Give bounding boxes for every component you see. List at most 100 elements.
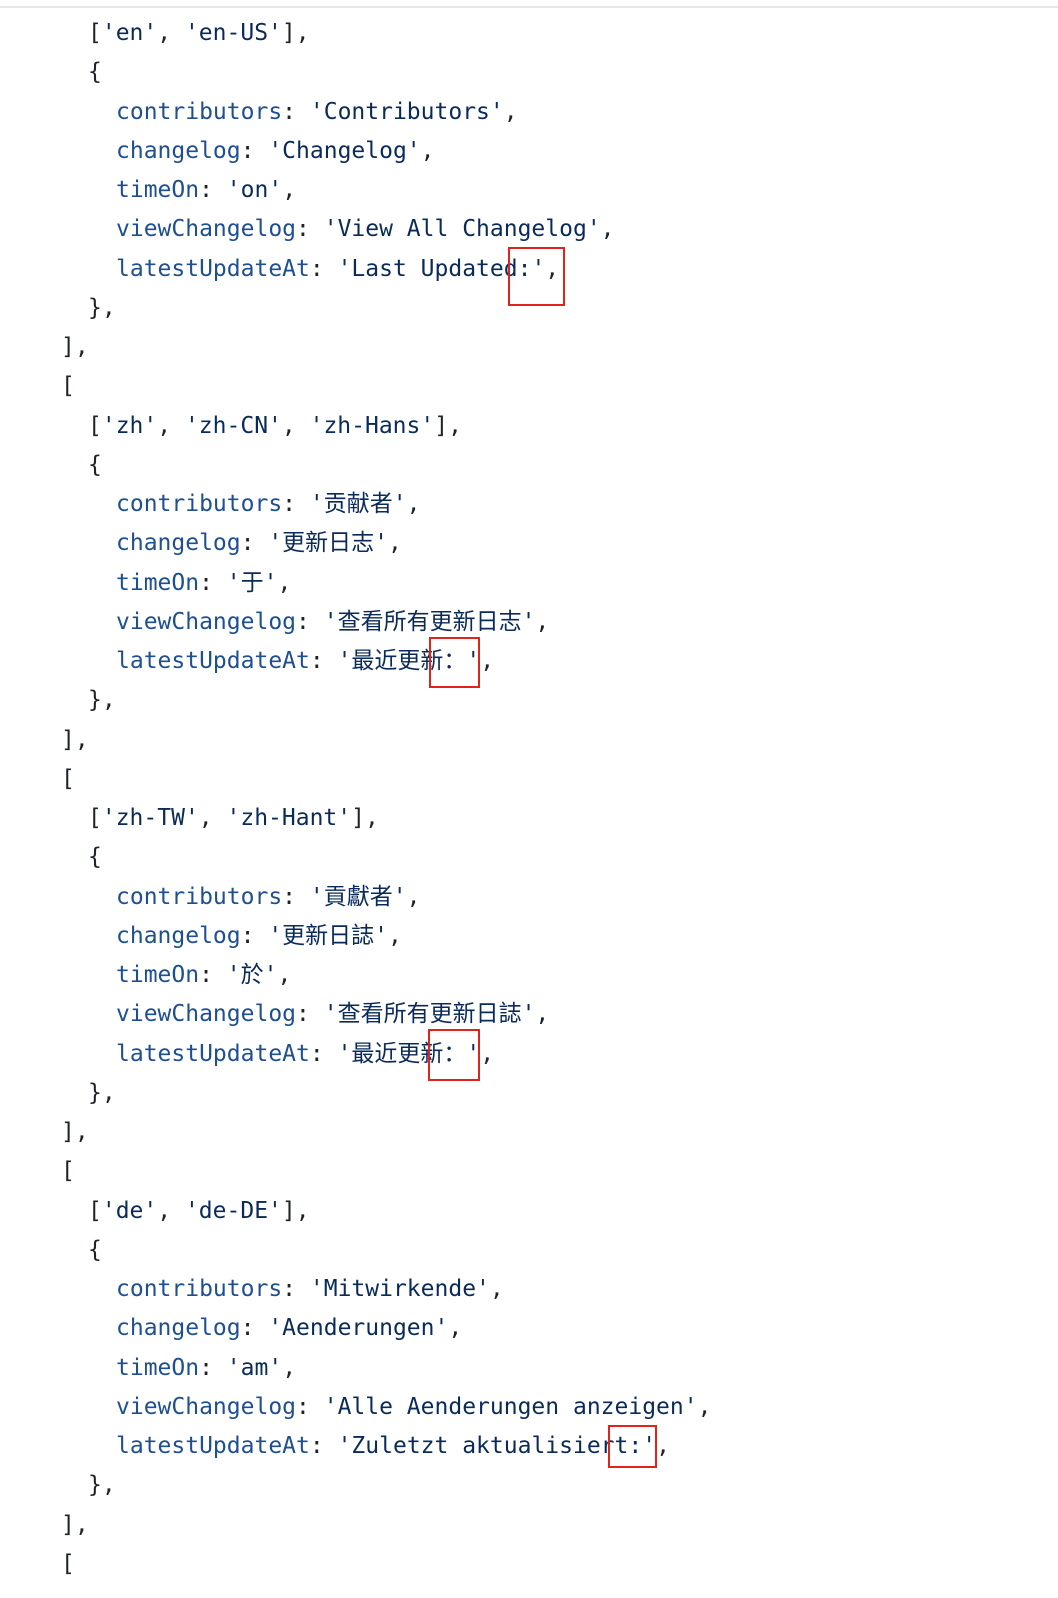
code-line: ['en', 'en-US'], [0,14,1058,53]
code-string: '贡献者' [309,491,407,517]
code-punctuation: : [296,1393,324,1420]
code-punctuation: , [600,216,615,243]
code-punctuation: { [88,59,102,86]
code-line: ['zh-TW', 'zh-Hant'], [0,799,1058,838]
code-string: 'Zuletzt aktualisiert:' [337,1433,657,1459]
code-line: { [0,446,1058,485]
code-punctuation: , [545,255,560,282]
code-punctuation: : [309,255,338,282]
code-key: viewChangelog [116,1393,297,1420]
code-punctuation: : [282,883,310,910]
code-punctuation: ], [61,334,89,360]
code-punctuation: { [88,1236,102,1263]
code-line: [ [0,1152,1058,1191]
code-punctuation: }, [88,687,116,714]
code-punctuation: , [198,805,227,831]
code-string: 'Mitwirkende' [309,1276,490,1302]
code-punctuation: , [535,1001,550,1028]
code-punctuation: : [240,1315,269,1342]
code-punctuation: [ [88,20,102,46]
code-line: contributors: 'Contributors', [0,93,1058,132]
code-line: timeOn: 'on', [0,171,1058,210]
code-punctuation: [ [61,1158,75,1185]
top-divider [0,6,1058,8]
code-punctuation: , [480,648,495,674]
code-punctuation: ], [434,412,462,439]
code-line: viewChangelog: '查看所有更新日志', [0,603,1058,642]
code-punctuation: , [656,1433,670,1459]
code-punctuation: [ [88,1197,102,1224]
code-line: viewChangelog: '查看所有更新日誌', [0,995,1058,1034]
code-line: { [0,53,1058,92]
code-punctuation: [ [61,765,75,792]
code-string: 'de' [101,1197,158,1224]
code-line: ], [0,1506,1058,1545]
code-punctuation: ], [61,1119,89,1145]
code-line: { [0,838,1058,877]
code-punctuation: : [199,1354,227,1381]
code-key: changelog [116,1315,241,1342]
code-line: changelog: '更新日誌', [0,917,1058,956]
code-line: changelog: '更新日志', [0,524,1058,563]
code-key: latestUpdateAt [116,255,310,282]
code-string: '更新日志' [268,530,389,557]
code-key: latestUpdateAt [116,648,310,674]
code-line: latestUpdateAt: 'Zuletzt aktualisiert:', [0,1427,1058,1466]
code-line: latestUpdateAt: 'Last Updated:', [0,250,1058,289]
code-punctuation: }, [88,294,116,321]
code-string: 'am' [226,1354,283,1381]
code-string: 'zh-Hant' [226,805,352,831]
code-string: '最近更新：' [337,648,481,674]
code-punctuation: , [277,962,292,988]
code-line: viewChangelog: 'View All Changelog', [0,210,1058,249]
code-line: }, [0,681,1058,720]
code-string: 'Contributors' [309,98,504,125]
code-punctuation: , [277,569,292,596]
code-line: [ [0,367,1058,406]
code-punctuation: : [240,922,269,949]
code-line: ], [0,328,1058,367]
code-punctuation: , [388,530,402,557]
code-key: timeOn [116,569,200,596]
code-punctuation: , [503,98,518,125]
code-string: 'View All Changelog' [323,216,601,243]
code-punctuation: , [489,1276,504,1302]
code-punctuation: , [388,922,402,949]
code-punctuation: }, [88,1079,116,1106]
code-string: '更新日誌' [268,922,389,949]
code-key: latestUpdateAt [116,1040,310,1067]
code-key: timeOn [116,177,200,203]
code-line: [ [0,760,1058,799]
code-line: latestUpdateAt: '最近更新：', [0,642,1058,681]
code-line: changelog: 'Aenderungen', [0,1309,1058,1348]
code-punctuation: : [296,1001,324,1028]
code-punctuation: : [296,216,324,243]
code-punctuation: : [199,177,227,203]
code-punctuation: ], [351,805,379,831]
code-key: contributors [116,883,283,910]
code-key: viewChangelog [116,1001,297,1028]
code-punctuation: , [281,412,310,439]
code-punctuation: : [240,137,269,164]
code-key: changelog [116,922,241,949]
code-line: contributors: 'Mitwirkende', [0,1270,1058,1309]
code-line: ], [0,721,1058,760]
code-line: contributors: '贡献者', [0,485,1058,524]
code-key: changelog [116,530,241,557]
code-punctuation: : [282,491,310,517]
code-string: 'en' [101,20,158,46]
code-string: '查看所有更新日誌' [323,1001,536,1028]
code-punctuation: [ [61,373,75,400]
code-key: contributors [116,1276,283,1302]
code-key: latestUpdateAt [116,1433,310,1459]
code-punctuation: ], [281,20,310,46]
code-block: ['en', 'en-US'], { contributors: 'Contribu… [0,14,1058,1584]
code-string: '查看所有更新日志' [323,608,536,635]
code-punctuation: , [282,1354,297,1381]
code-punctuation: ], [61,726,89,753]
code-punctuation: : [309,1433,338,1459]
code-line: latestUpdateAt: '最近更新：', [0,1035,1058,1074]
code-string: '最近更新：' [337,1040,481,1067]
code-punctuation: : [240,530,269,557]
code-punctuation: { [88,844,102,871]
